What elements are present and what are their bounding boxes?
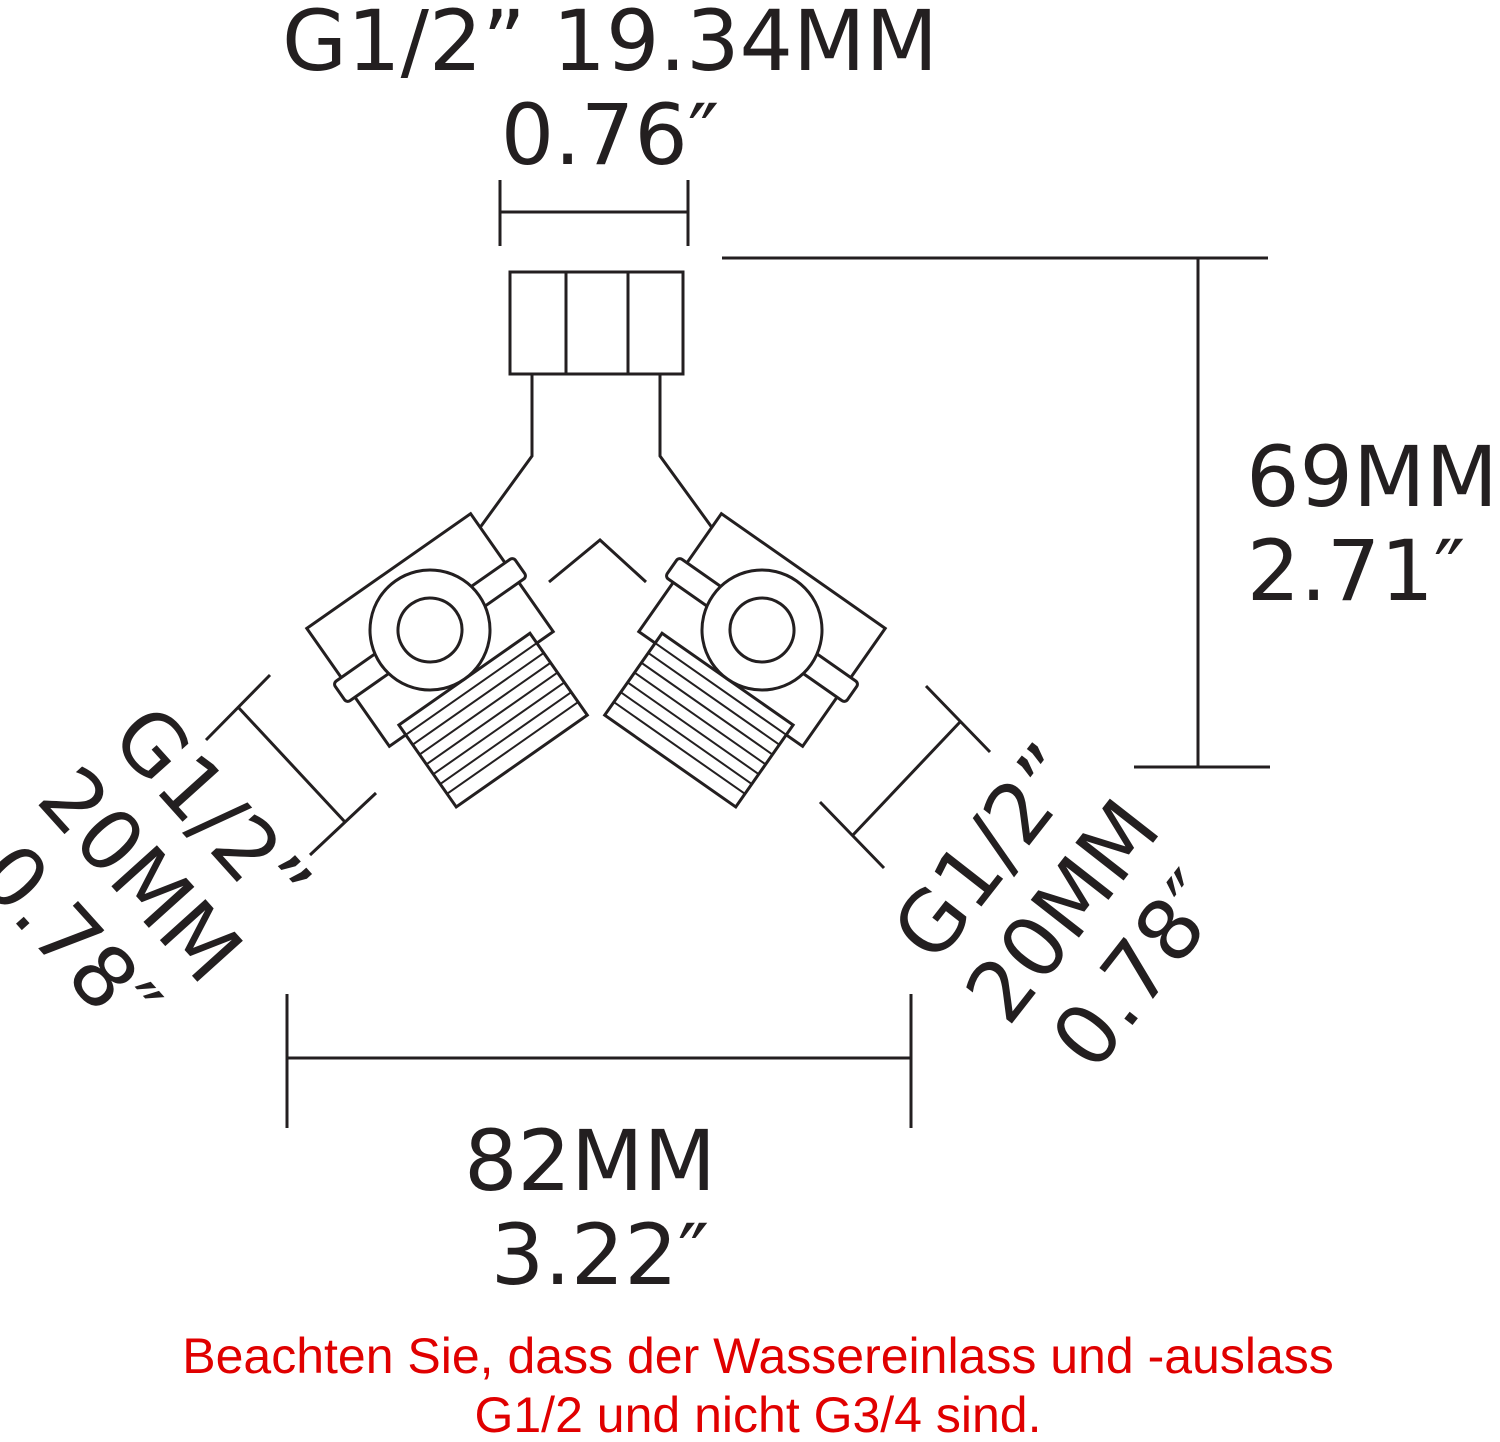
top-inch-label: 0.76″	[501, 86, 719, 184]
right-outlet-dimension: G1/2” 20MM 0.78″	[818, 684, 1244, 1087]
left-valve	[304, 511, 590, 810]
top-thread-label: G1/2” 19.34MM	[282, 0, 938, 90]
note-line-1: Beachten Sie, dass der Wassereinlass und…	[182, 1328, 1334, 1384]
note-line-2: G1/2 und nicht G3/4 sind.	[474, 1387, 1041, 1442]
width-mm-label: 82MM	[464, 1112, 716, 1210]
right-valve	[602, 511, 888, 810]
thread-note: Beachten Sie, dass der Wassereinlass und…	[182, 1328, 1334, 1442]
inlet-nut	[508, 270, 685, 376]
width-inch-label: 3.22″	[491, 1206, 709, 1304]
top-dimension: G1/2” 19.34MM 0.76″	[282, 0, 938, 246]
height-dimension: 69MM 2.71″	[722, 256, 1498, 769]
left-outlet-dimension: G1/2” 20MM 0.78″	[0, 673, 378, 1053]
right-thread-hatching	[613, 642, 787, 795]
height-inch-label: 2.71″	[1247, 522, 1465, 620]
height-mm-label: 69MM	[1246, 428, 1498, 526]
left-thread-hatching	[405, 642, 579, 795]
width-dimension: 82MM 3.22″	[285, 994, 913, 1304]
y-body	[469, 374, 723, 584]
